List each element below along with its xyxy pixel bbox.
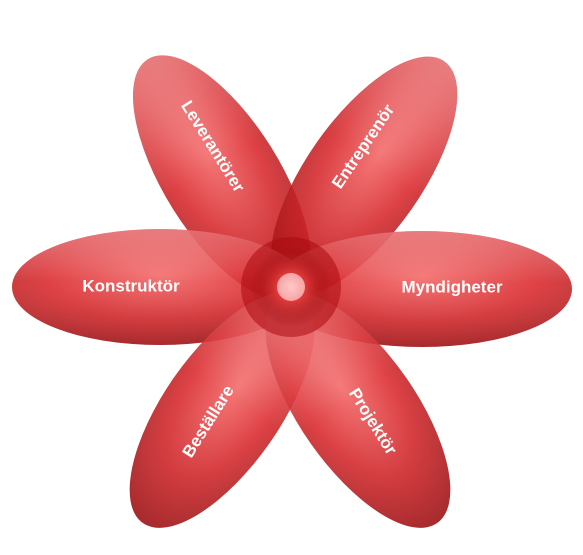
petals-group — [12, 55, 572, 528]
center-hub — [241, 237, 341, 337]
petal-leverantorer — [132, 55, 312, 301]
petal-projektor — [265, 292, 451, 528]
petal-entreprenor — [270, 56, 458, 296]
label-konstruktor: Konstruktör — [82, 276, 180, 295]
label-myndigheter: Myndigheter — [401, 277, 502, 296]
